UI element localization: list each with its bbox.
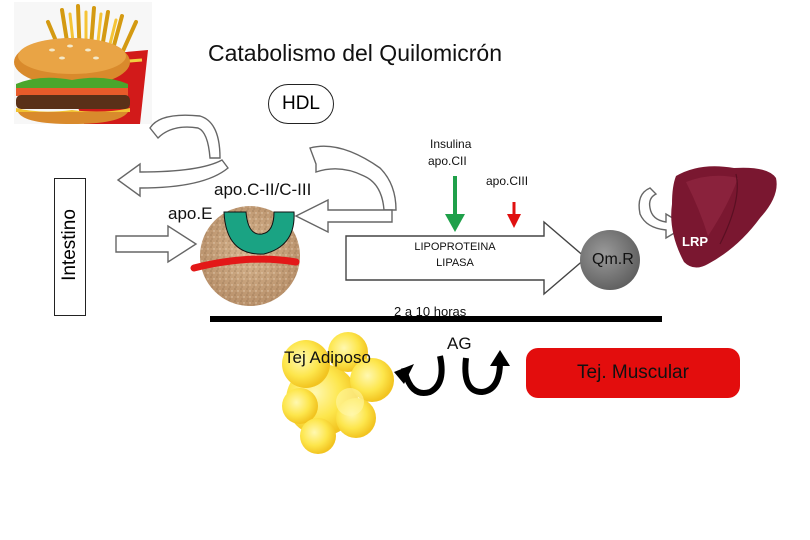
intestine-label: Intestino <box>59 209 80 281</box>
hdl-label: HDL <box>281 93 320 114</box>
insulin-label: Insulina <box>430 137 472 151</box>
apociii-label: apo.CIII <box>486 174 529 188</box>
ag-arrow-left <box>401 355 445 396</box>
apoc-label: apo.C-II/C-III <box>214 180 312 199</box>
lipoproteina-label: LIPOPROTEINA <box>414 241 496 253</box>
lrp-label: LRP <box>682 234 708 249</box>
apoe-label: apo.E <box>168 204 213 223</box>
ag-arrow-right-head <box>490 350 510 366</box>
intestine-box: Intestino <box>54 178 86 316</box>
liver-illustration <box>671 166 777 268</box>
apoc-shape <box>223 211 295 255</box>
insulin-arrow <box>445 176 465 232</box>
apoe-band <box>190 255 300 272</box>
diagram-title: Catabolismo del Quilomicrón <box>208 40 503 66</box>
qm-remnant <box>580 230 640 290</box>
adipose-label: Tej Adiposo <box>284 348 371 367</box>
adipose-illustration <box>282 332 394 454</box>
muscle-label: Tej. Muscular <box>577 362 689 383</box>
apocii-label: apo.CII <box>428 154 467 168</box>
ag-label: AG <box>447 334 472 353</box>
time-label: 2 a 10 horas <box>394 304 467 319</box>
lipoprotein-lipase-arrow <box>345 220 588 296</box>
arrow-back-apoc <box>294 198 393 234</box>
hdl-pill: HDL <box>268 84 334 124</box>
lipasa-label: LIPASA <box>436 257 474 269</box>
ag-arrow-left-head <box>394 364 414 384</box>
curved-arrow-apoc <box>309 145 397 211</box>
apociii-arrow <box>507 202 521 228</box>
muscle-box: Tej. Muscular <box>526 348 740 398</box>
ag-arrow-right <box>462 357 503 396</box>
burger-fries-illustration <box>14 2 152 124</box>
qmr-label: Qm.R <box>592 251 634 268</box>
arrow-to-intestine <box>116 159 229 198</box>
arrow-from-intestine <box>115 224 198 264</box>
curved-arrow-top <box>149 114 221 159</box>
